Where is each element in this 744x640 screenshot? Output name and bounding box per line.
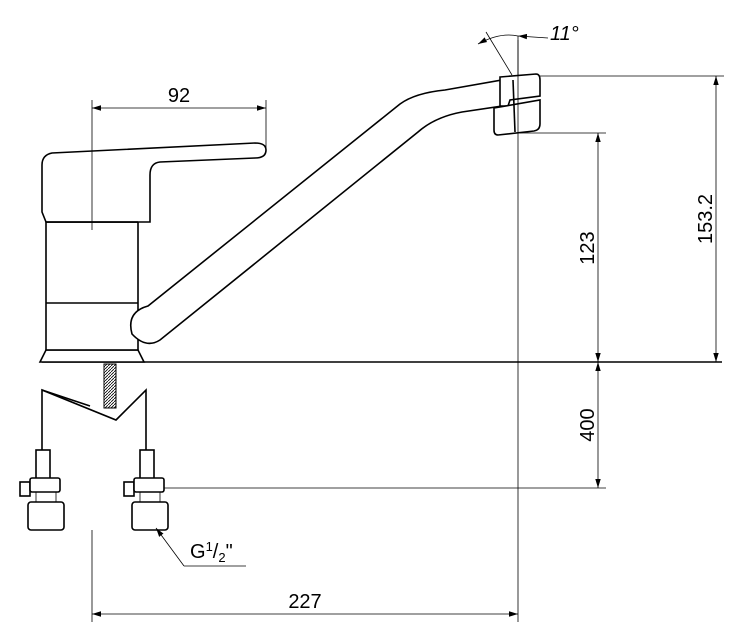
left-nut bbox=[27, 501, 65, 531]
reach-label: 227 bbox=[288, 591, 321, 613]
left-nut-collar bbox=[29, 477, 61, 493]
threaded-stud bbox=[103, 363, 117, 409]
thread-callout: G1/2" bbox=[155, 527, 246, 567]
hose-lines bbox=[41, 388, 147, 450]
right-hose-connector bbox=[123, 449, 169, 531]
left-hose-connector bbox=[19, 449, 65, 531]
base-plate bbox=[38, 349, 146, 363]
dimension-angle: 11° bbox=[477, 23, 579, 76]
lever-handle bbox=[41, 142, 267, 223]
aerator-housing bbox=[499, 73, 541, 107]
right-nut bbox=[131, 501, 169, 531]
hose-cross bbox=[41, 389, 91, 407]
faucet-cylinder bbox=[45, 221, 139, 351]
angle-arc bbox=[477, 34, 519, 45]
thread-leader bbox=[155, 527, 185, 567]
aerator-seam bbox=[512, 79, 516, 133]
right-nut-collar bbox=[133, 477, 165, 493]
right-clip bbox=[123, 481, 135, 497]
dimension-reach: 227 bbox=[91, 40, 519, 622]
total-height-label: 153.2 bbox=[695, 194, 717, 244]
dimension-total-height: 153.2 bbox=[540, 75, 724, 362]
dimension-handle-width: 92 bbox=[91, 85, 267, 230]
dimension-hose-length: 400 bbox=[164, 362, 606, 489]
handle-width-label: 92 bbox=[168, 85, 190, 107]
angle-leg bbox=[485, 31, 513, 76]
aerator-tip bbox=[493, 99, 541, 136]
flexible-hoses bbox=[19, 388, 169, 531]
thread-label: G1/2" bbox=[190, 539, 233, 565]
left-clip bbox=[19, 481, 31, 497]
spout bbox=[129, 79, 503, 345]
hose-length-label: 400 bbox=[577, 408, 599, 441]
angle-label: 11° bbox=[550, 23, 579, 45]
spout-height-label: 123 bbox=[577, 231, 599, 264]
faucet-body bbox=[38, 73, 722, 409]
dimension-spout-height: 123 bbox=[520, 132, 606, 362]
